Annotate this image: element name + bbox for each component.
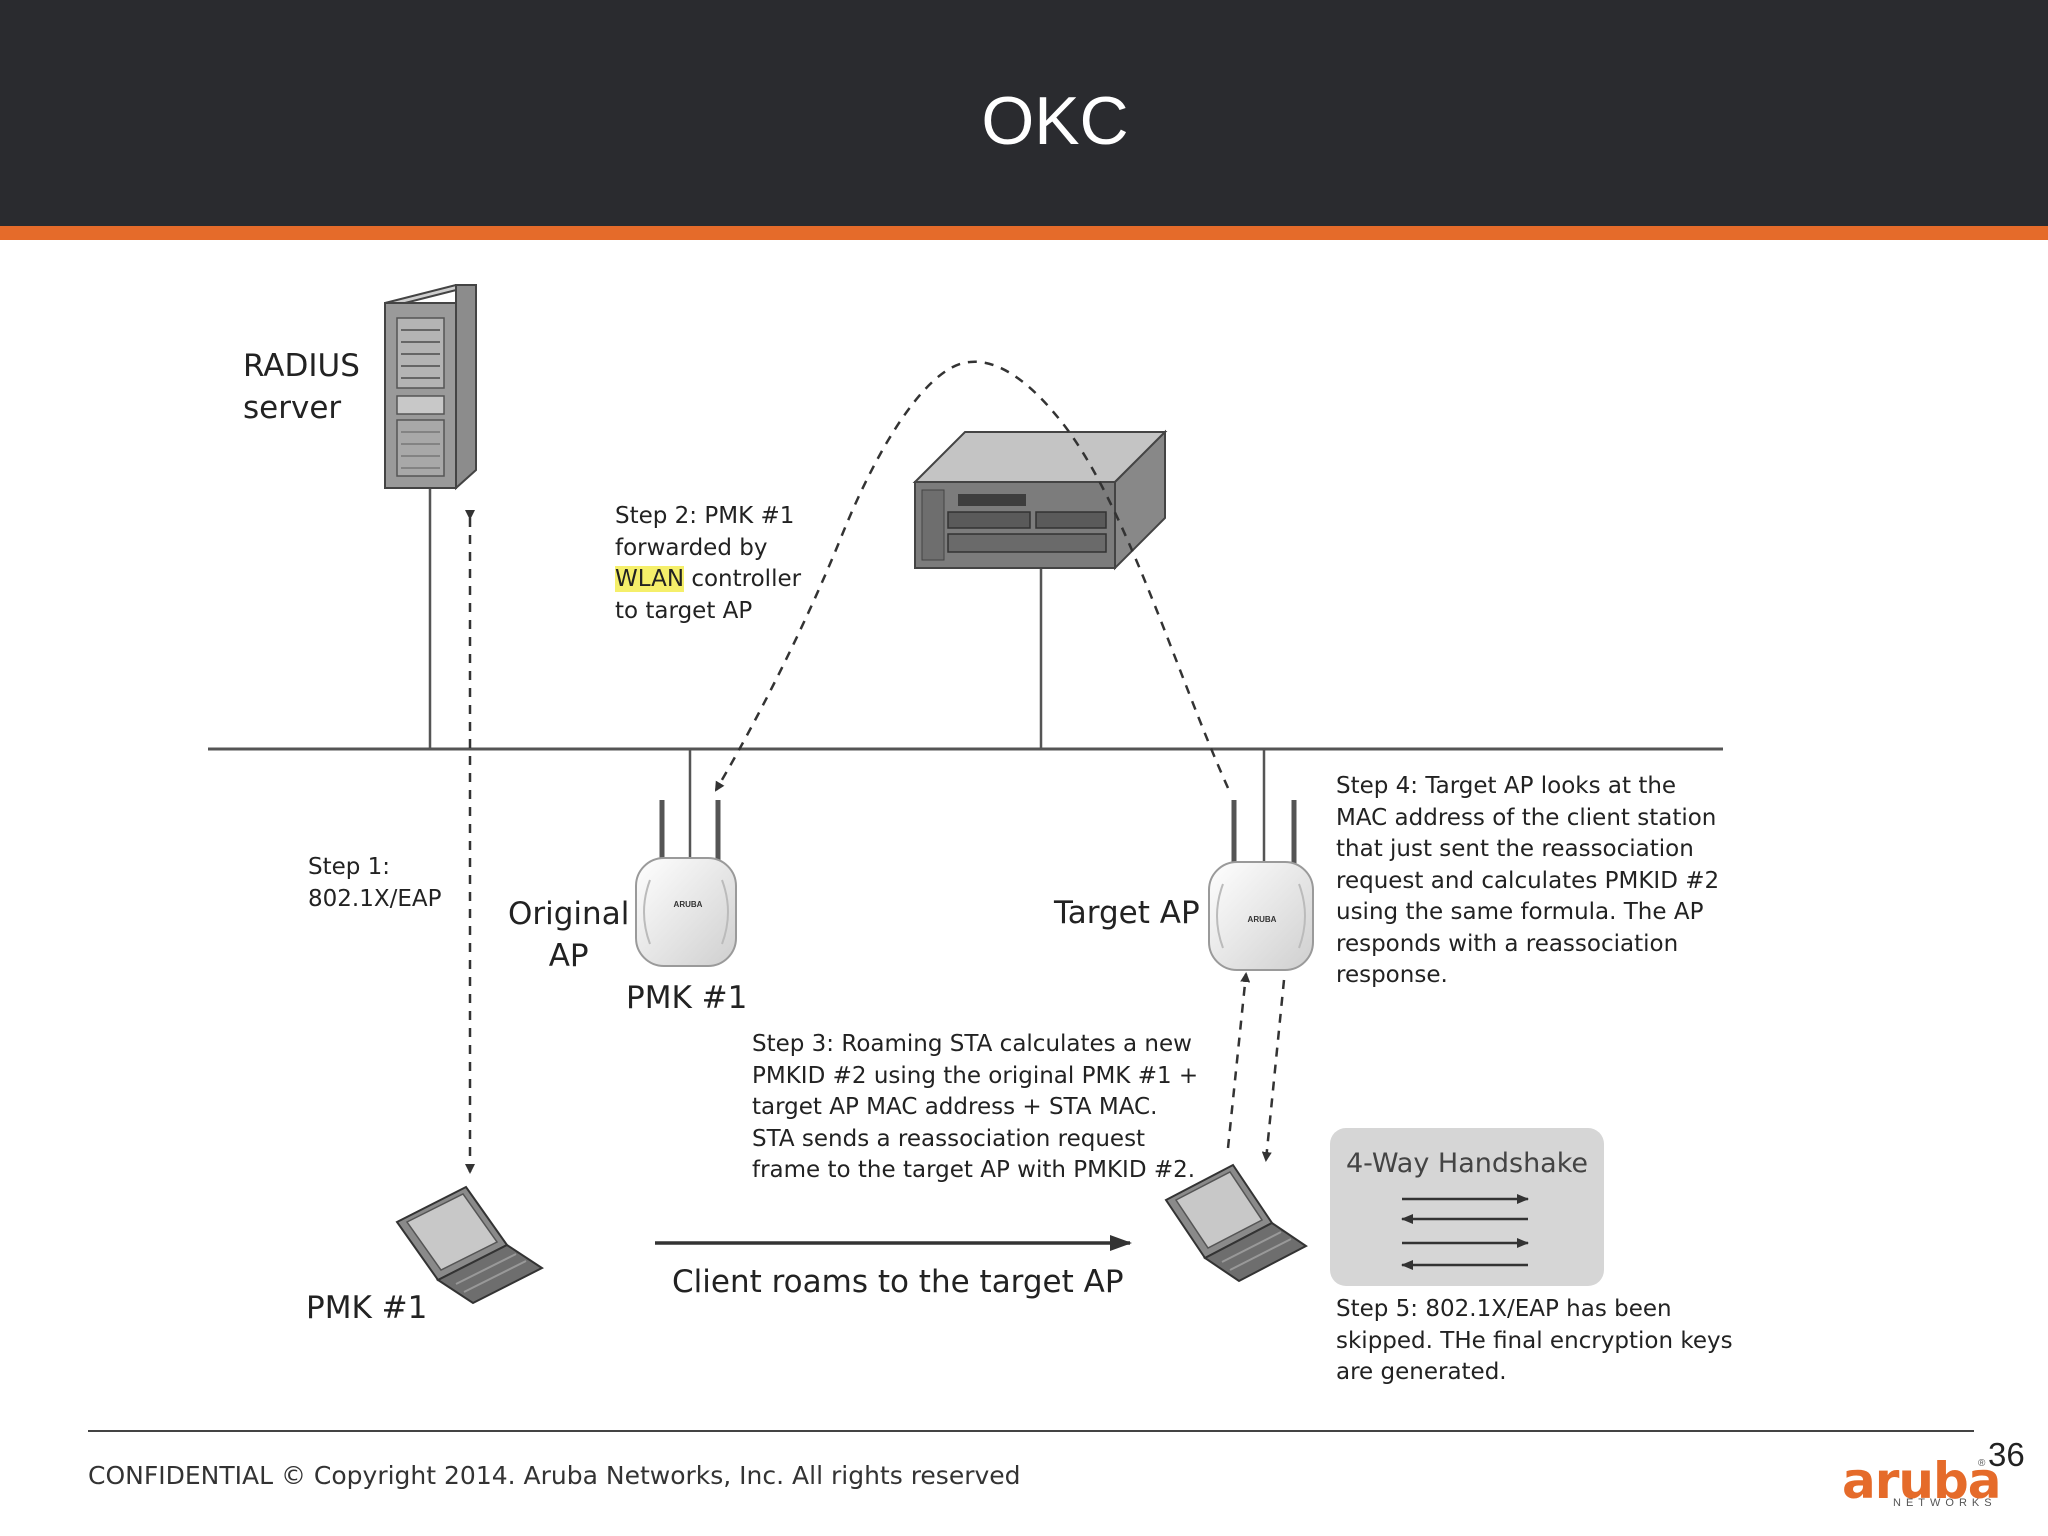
four-way-handshake-box (1330, 1128, 1604, 1286)
reassociation-request-arrow (1226, 972, 1251, 1149)
step4-line4: request and calculates PMKID #2 (1336, 867, 1720, 894)
original-ap-brand: ARUBA (674, 900, 703, 909)
step4-line5: using the same formula. The AP (1336, 899, 1704, 925)
step4-line3: that just sent the reassociation (1336, 836, 1694, 862)
step4-line7: response. (1336, 962, 1448, 988)
step5-line2: skipped. THe final encryption keys (1336, 1327, 1733, 1354)
step2-highlight: WLAN (615, 566, 685, 592)
reassociation-response-arrow (1261, 979, 1286, 1162)
step3-line2: PMKID #2 using the original PMK #1 + (752, 1062, 1199, 1089)
footer-copyright: CONFIDENTIAL © Copyright 2014. Aruba Net… (88, 1461, 1021, 1490)
step4-label: Step 4: Target AP looks at the MAC addre… (1336, 771, 1719, 992)
roam-label: Client roams to the target AP (672, 1264, 1124, 1300)
aruba-logo: aruba (1842, 1452, 2002, 1510)
laptop-icon-roaming (1164, 1163, 1308, 1283)
radius-server-label: RADIUS server (243, 345, 360, 429)
target-ap-brand: ARUBA (1248, 915, 1277, 924)
step4-line6: responds with a reassociation (1336, 930, 1679, 957)
original-ap-icon: ARUBA (635, 800, 737, 967)
step5-line1: Step 5: 802.1X/EAP has been (1336, 1296, 1672, 1322)
step3-line5: frame to the target AP with PMKID #2. (752, 1157, 1196, 1183)
step5-line3: are generated. (1336, 1359, 1507, 1385)
step1-line1: Step 1: (308, 854, 391, 880)
step2-line3: WLAN controller (615, 564, 801, 596)
laptop-icon-original (395, 1185, 544, 1305)
laptop-pmk-label: PMK #1 (306, 1290, 428, 1326)
step1-label: Step 1: 802.1X/EAP (308, 852, 442, 915)
step2-line4: to target AP (615, 597, 753, 624)
aruba-logo-mark: ® (1978, 1458, 1986, 1469)
step5-label: Step 5: 802.1X/EAP has been skipped. THe… (1336, 1294, 1733, 1389)
radius-server-icon (384, 284, 477, 491)
step2-line2: forwarded by (615, 534, 768, 561)
wlan-controller-icon (912, 429, 1168, 571)
step1-line2: 802.1X/EAP (308, 885, 442, 912)
step4-line2: MAC address of the client station (1336, 804, 1717, 831)
step3-label: Step 3: Roaming STA calculates a new PMK… (752, 1029, 1198, 1187)
title-accent-rule (0, 226, 2048, 240)
step2-line3-rest: controller (684, 566, 802, 592)
step2-line1: Step 2: PMK #1 (615, 503, 795, 529)
step2-label: Step 2: PMK #1 forwarded by WLAN control… (615, 501, 801, 627)
step3-line3: target AP MAC address + STA MAC. (752, 1094, 1158, 1120)
radius-label-line2: server (243, 390, 342, 426)
page-number: 36 (1988, 1436, 2025, 1473)
original-ap-line2: AP (548, 938, 589, 974)
original-ap-line1: Original (508, 896, 630, 932)
step2-forward-arc (714, 360, 1230, 792)
aruba-logo-subtext: NETWORKS (1893, 1497, 1997, 1509)
original-ap-pmk-label: PMK #1 (626, 980, 748, 1016)
slide-title: OKC (981, 83, 1129, 159)
original-ap-label: Original AP (508, 893, 629, 977)
step3-line1: Step 3: Roaming STA calculates a new (752, 1031, 1192, 1057)
footer-rule (88, 1430, 1974, 1432)
step3-line4: STA sends a reassociation request (752, 1125, 1146, 1152)
target-ap-label: Target AP (1054, 895, 1200, 931)
target-ap-icon: ARUBA (1208, 800, 1314, 971)
handshake-title: 4-Way Handshake (1346, 1148, 1589, 1179)
title-bar (0, 0, 2048, 226)
radius-label-line1: RADIUS (243, 348, 360, 384)
step4-line1: Step 4: Target AP looks at the (1336, 773, 1677, 799)
